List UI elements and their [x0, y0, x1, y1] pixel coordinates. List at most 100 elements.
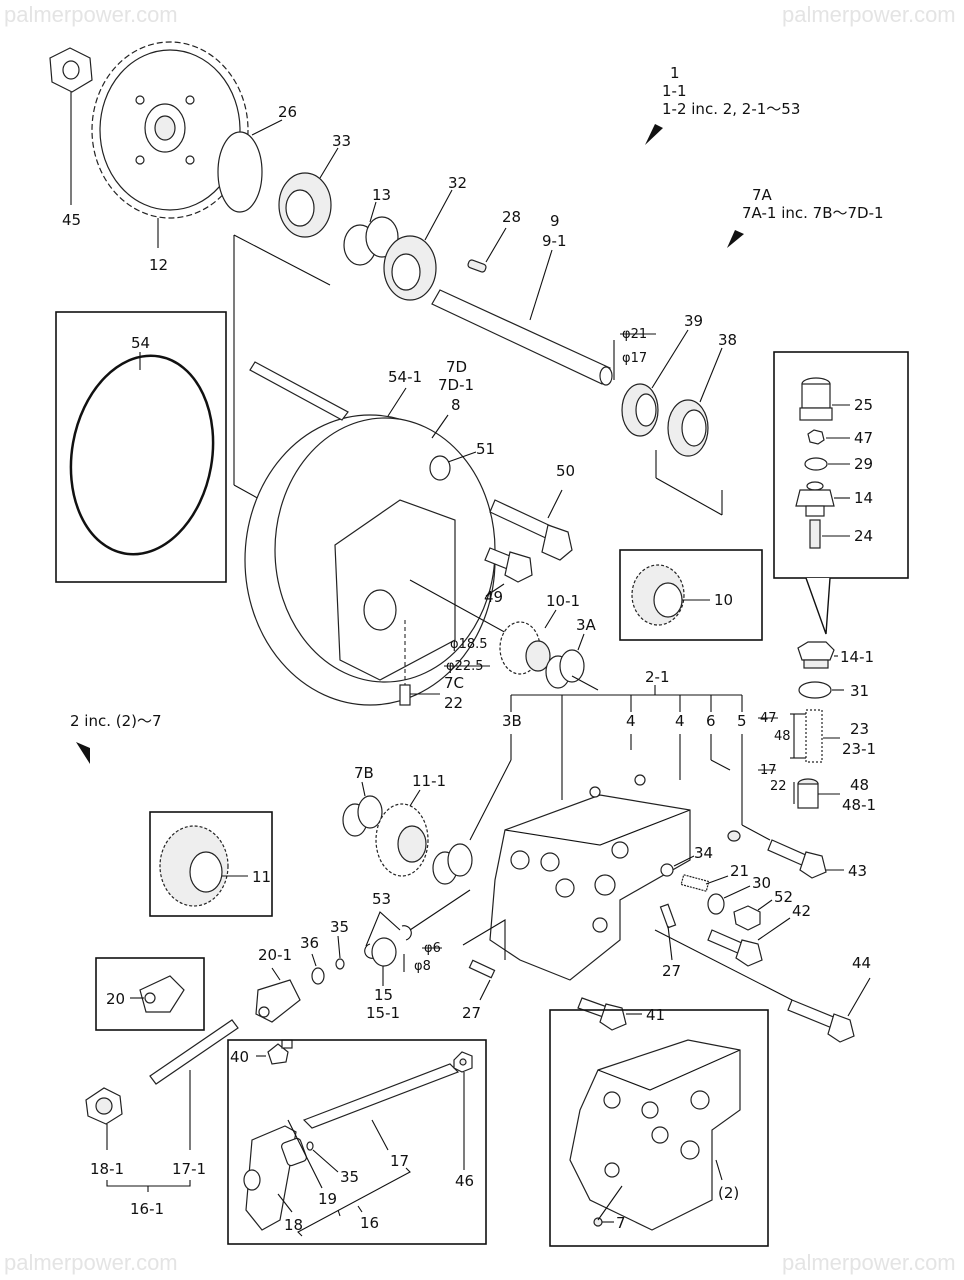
- part-label-34: 34: [694, 844, 713, 862]
- plug-52: [733, 905, 761, 931]
- lever-15: [371, 937, 397, 967]
- o-ring-54-box: [55, 311, 227, 583]
- part-label-2: (2): [718, 1184, 739, 1202]
- part-label-44: 44: [852, 954, 871, 972]
- collar-48: [797, 778, 819, 809]
- pin-diameter-dims: φ6 φ8: [403, 941, 442, 974]
- bolt-43: [767, 839, 827, 879]
- part-label-48-1: 48-1: [842, 796, 876, 814]
- snap-ring-26: [217, 131, 263, 213]
- part-label-23-1: 23-1: [842, 740, 876, 758]
- part-label-7C: 7C: [444, 674, 464, 692]
- housing-8: [244, 361, 496, 706]
- svg-text:48: 48: [774, 729, 791, 744]
- part-label-17-1: 17-1: [172, 1160, 206, 1178]
- part-label-49: 49: [484, 588, 503, 606]
- o-ring-35b: [306, 1141, 314, 1151]
- part-label-7B: 7B: [354, 764, 374, 782]
- lever-assembly-16-box: [227, 1039, 487, 1245]
- part-label-33: 33: [332, 132, 351, 150]
- part-label-51: 51: [476, 440, 495, 458]
- svg-text:1: 1: [670, 64, 680, 82]
- part-label-10-1: 10-1: [546, 592, 580, 610]
- part-label-16: 16: [360, 1214, 379, 1232]
- part-label-43: 43: [848, 862, 867, 880]
- part-label-10: 10: [714, 591, 733, 609]
- bolt-50: [489, 499, 573, 561]
- watermark-top-right: palmerpower.com: [782, 2, 956, 27]
- part-label-46: 46: [455, 1172, 474, 1190]
- part-label-4a: 4: [626, 712, 636, 730]
- bearing-32: [383, 235, 437, 301]
- part-label-17: 17: [390, 1152, 409, 1170]
- washer-31: [798, 681, 832, 699]
- part-label-7: 7: [616, 1214, 626, 1232]
- bracket-2-1: [510, 685, 743, 800]
- shaft-9: [431, 259, 613, 386]
- part-label-15-1: 15-1: [366, 1004, 400, 1022]
- svg-text:φ8: φ8: [414, 959, 431, 974]
- pin-27a: [659, 903, 677, 929]
- part-label-18-1: 18-1: [90, 1160, 124, 1178]
- part-label-16-1: 16-1: [130, 1200, 164, 1218]
- gear-10-box: [619, 549, 763, 641]
- part-label-27a: 27: [662, 962, 681, 980]
- part-label-24: 24: [854, 527, 873, 545]
- svg-text:22: 22: [770, 779, 787, 794]
- washer-51: [429, 455, 451, 481]
- bearing-33: [278, 172, 332, 238]
- watermark-bottom-right: palmerpower.com: [782, 1250, 956, 1275]
- part-label-18: 18: [284, 1216, 303, 1234]
- handle-18: [243, 1125, 307, 1231]
- bore-diameter-dims: φ18.5 φ22.5: [444, 637, 490, 674]
- assembly-note-2: 2 inc. (2)～7: [70, 712, 162, 764]
- part-label-5: 5: [737, 712, 747, 730]
- collar-length-dims: 17 22: [758, 763, 795, 804]
- bolt-49: [484, 547, 533, 583]
- fitting-20-1: [255, 979, 301, 1023]
- grease-nipple-22: [399, 684, 411, 706]
- part-label-20-1: 20-1: [258, 946, 292, 964]
- part-label-9-1: 9-1: [542, 232, 567, 250]
- part-label-25: 25: [854, 396, 873, 414]
- svg-text:1-1: 1-1: [662, 82, 687, 100]
- part-label-20: 20: [106, 990, 125, 1008]
- o-ring-54: [69, 354, 215, 556]
- plug-14-1: [797, 641, 835, 669]
- seal-39: [621, 383, 659, 437]
- part-label-2-1: 2-1: [645, 668, 670, 686]
- svg-text:7A-1 inc. 7B～7D-1: 7A-1 inc. 7B～7D-1: [742, 204, 884, 222]
- part-label-32: 32: [448, 174, 467, 192]
- part-label-22: 22: [444, 694, 463, 712]
- clip-53a: [401, 925, 412, 941]
- part-label-50: 50: [556, 462, 575, 480]
- pointer-arrow-icon: [645, 124, 663, 145]
- part-label-9: 9: [550, 212, 560, 230]
- plug-5: [727, 830, 741, 842]
- part-label-30: 30: [752, 874, 771, 892]
- watermark-bottom-left: palmerpower.com: [4, 1250, 178, 1275]
- part-label-6: 6: [706, 712, 716, 730]
- relief-valve-box: [773, 351, 909, 579]
- screw-24: [809, 519, 821, 549]
- part-label-11: 11: [252, 868, 271, 886]
- o-ring-35a: [335, 958, 345, 970]
- part-label-36: 36: [300, 934, 319, 952]
- bolt-41: [577, 997, 627, 1031]
- cap-25: [799, 377, 833, 421]
- collar-7B: [342, 795, 383, 837]
- shaft-17-1: [149, 1019, 239, 1085]
- collar-3B: [432, 843, 473, 885]
- part-label-52: 52: [774, 888, 793, 906]
- pointer-arrow-icon: [727, 230, 744, 248]
- svg-text:φ17: φ17: [622, 351, 647, 366]
- shaft-diameter-dims: φ21 φ17: [613, 327, 656, 380]
- part-label-29: 29: [854, 455, 873, 473]
- gear-11-1: [375, 803, 429, 877]
- ball-34: [660, 863, 674, 877]
- part-label-54: 54: [131, 334, 150, 352]
- part-label-23: 23: [850, 720, 869, 738]
- o-ring-36: [311, 967, 325, 985]
- part-label-54-1: 54-1: [388, 368, 422, 386]
- part-label-28: 28: [502, 208, 521, 226]
